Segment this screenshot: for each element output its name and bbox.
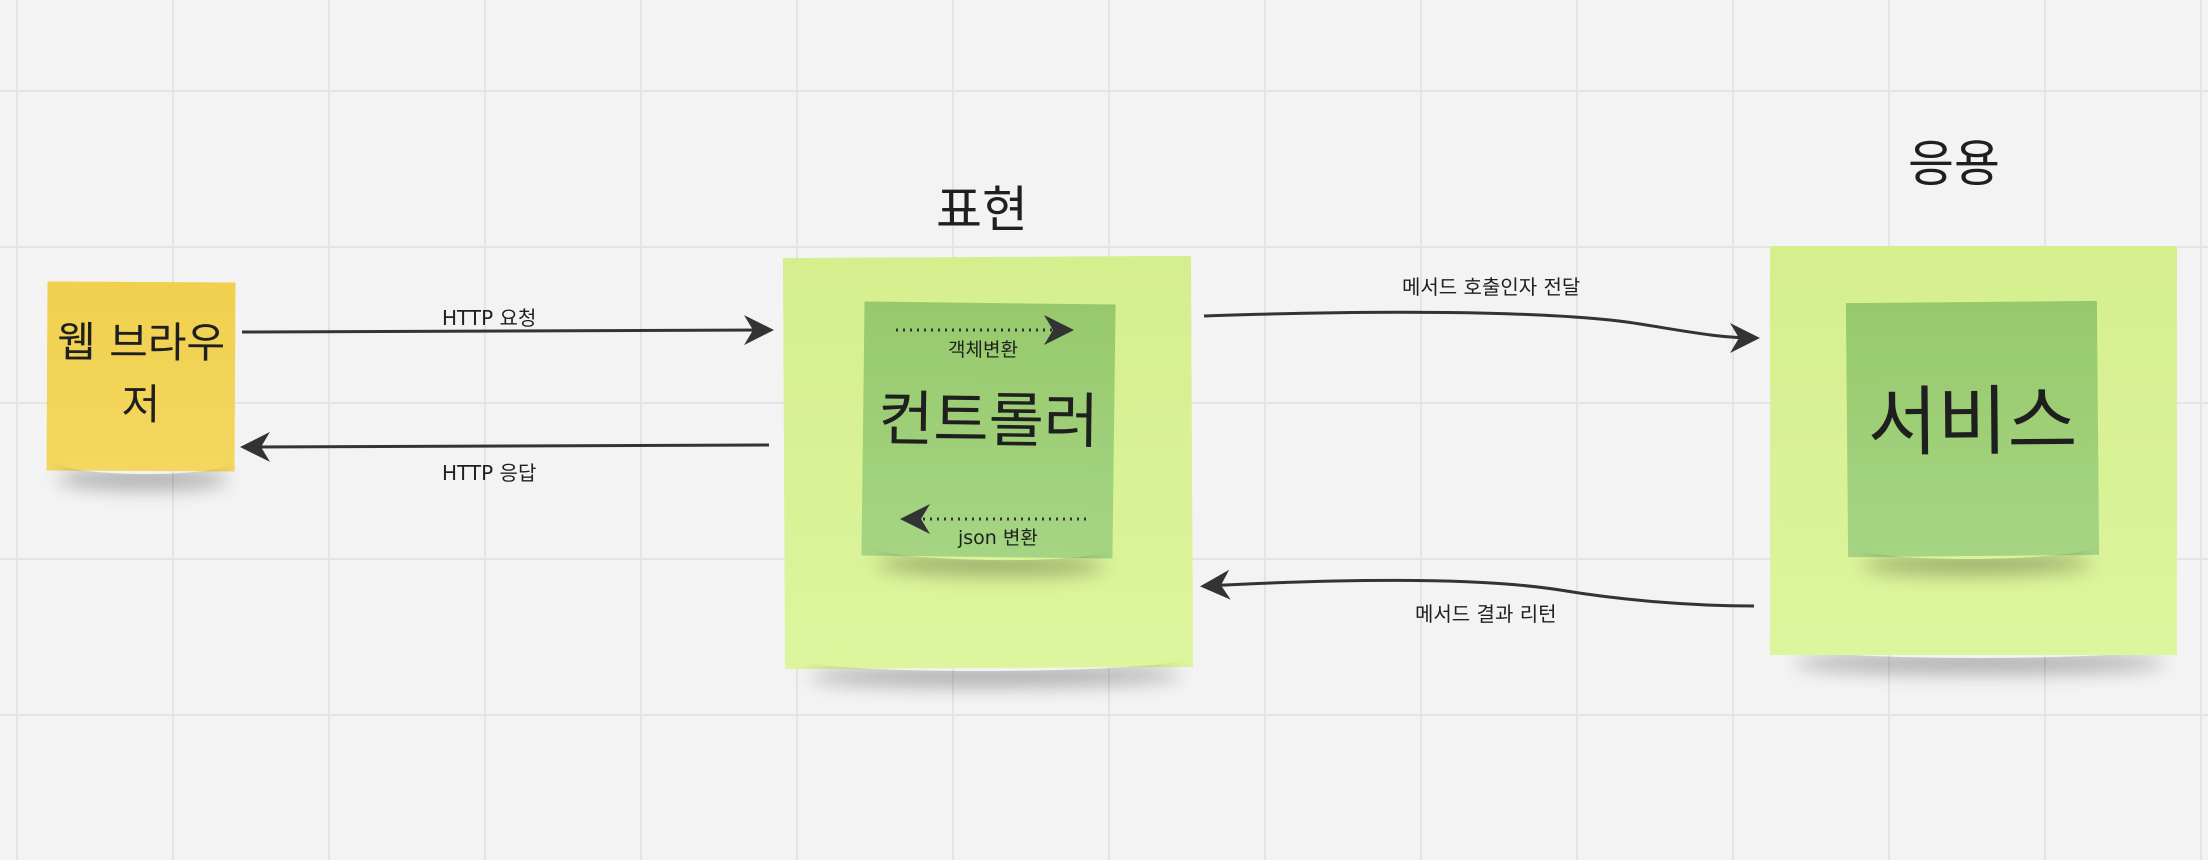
service-sticky-note[interactable]: 서비스 (1845, 300, 2100, 558)
http-request-arrow[interactable] (241, 315, 774, 346)
service-note-text: 서비스 (1867, 376, 2078, 467)
method-call-arrow[interactable] (1203, 310, 1760, 353)
method-return-label: 메서드 결과 리턴 (1415, 602, 1557, 626)
presentation-layer-heading: 표현 (936, 181, 1028, 239)
controller-note-text: 컨트롤러 (877, 384, 1100, 458)
http-response-label: HTTP 응답 (442, 461, 537, 485)
object-conversion-label: 객체변환 (948, 339, 1018, 361)
application-layer-heading: 응용 (1908, 135, 2000, 193)
method-call-label: 메서드 호출인자 전달 (1402, 275, 1581, 299)
browser-sticky-note[interactable]: 웹 브라우저 (46, 281, 236, 472)
http-request-label: HTTP 요청 (442, 306, 537, 330)
json-conversion-label: json 변환 (958, 527, 1038, 549)
http-response-arrow[interactable] (240, 431, 770, 462)
browser-note-text: 웹 브라우저 (57, 317, 226, 430)
